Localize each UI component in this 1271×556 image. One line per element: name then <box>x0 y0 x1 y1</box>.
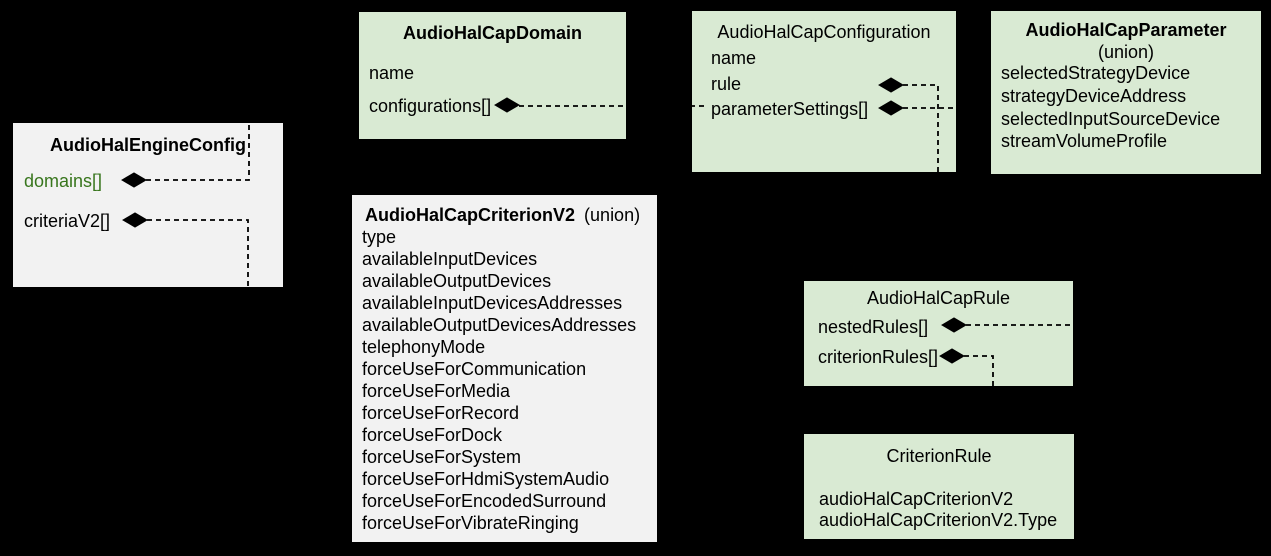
node-title: AudioHalCapParameter <box>1025 20 1227 40</box>
node-audio-hal-cap-configuration: AudioHalCapConfiguration name rule param… <box>691 10 957 173</box>
field-domains: domains[] <box>24 171 103 191</box>
field-available-input-devices: availableInputDevices <box>362 249 538 269</box>
node-subtitle-union: (union) <box>584 205 641 225</box>
node-title: AudioHalCapCriterionV2 (union) <box>365 204 640 226</box>
field-criterion-rules: criterionRules[] <box>818 347 939 367</box>
field-selected-strategy-device: selectedStrategyDevice <box>1001 63 1191 83</box>
node-title: AudioHalCapRule <box>866 288 1011 308</box>
field-available-output-devices: availableOutputDevices <box>362 271 552 291</box>
node-audio-hal-cap-domain: AudioHalCapDomain name configurations[] <box>358 11 627 140</box>
field-name: name <box>369 63 415 83</box>
node-title: AudioHalEngineConfig <box>50 135 246 155</box>
field-stream-volume-profile: streamVolumeProfile <box>1001 131 1168 151</box>
node-audio-hal-engine-config: AudioHalEngineConfig domains[] criteriaV… <box>13 123 283 287</box>
field-force-use-for-communication: forceUseForCommunication <box>362 359 587 379</box>
field-configurations: configurations[] <box>369 96 492 116</box>
field-selected-input-source-device: selectedInputSourceDevice <box>1001 109 1221 129</box>
field-available-output-devices-addresses: availableOutputDevicesAddresses <box>362 315 637 335</box>
field-type: type <box>362 227 397 247</box>
node-subtitle-union: (union) <box>1097 42 1155 62</box>
node-title: AudioHalCapConfiguration <box>717 22 931 42</box>
field-force-use-for-vibrate-ringing: forceUseForVibrateRinging <box>362 513 579 533</box>
field-parameter-settings: parameterSettings[] <box>711 99 869 119</box>
field-name: name <box>711 48 757 68</box>
node-title: CriterionRule <box>886 446 992 466</box>
field-force-use-for-dock: forceUseForDock <box>362 425 503 445</box>
field-nested-rules: nestedRules[] <box>818 317 929 337</box>
field-strategy-device-address: strategyDeviceAddress <box>1001 86 1187 106</box>
field-rule: rule <box>711 74 742 94</box>
field-audio-hal-cap-criterion-v2-type: audioHalCapCriterionV2.Type <box>819 510 1058 530</box>
field-telephony-mode: telephonyMode <box>362 337 486 357</box>
field-list: type availableInputDevices availableOutp… <box>362 226 654 534</box>
field-force-use-for-encoded-surround: forceUseForEncodedSurround <box>362 491 607 511</box>
node-audio-hal-cap-criterion-v2: AudioHalCapCriterionV2 (union) type avai… <box>352 195 657 542</box>
field-force-use-for-system: forceUseForSystem <box>362 447 522 467</box>
field-audio-hal-cap-criterion-v2: audioHalCapCriterionV2 <box>819 489 1014 509</box>
field-criteria-v2: criteriaV2[] <box>24 211 111 231</box>
node-title-text: AudioHalCapCriterionV2 <box>365 205 576 225</box>
node-criterion-rule: CriterionRule audioHalCapCriterionV2 aud… <box>803 433 1075 540</box>
node-title: AudioHalCapDomain <box>402 23 582 43</box>
field-force-use-for-hdmi-system-audio: forceUseForHdmiSystemAudio <box>362 469 610 489</box>
field-force-use-for-record: forceUseForRecord <box>362 403 520 423</box>
node-audio-hal-cap-parameter: AudioHalCapParameter (union) selectedStr… <box>990 10 1262 175</box>
field-force-use-for-media: forceUseForMedia <box>362 381 511 401</box>
field-available-input-devices-addresses: availableInputDevicesAddresses <box>362 293 623 313</box>
node-audio-hal-cap-rule: AudioHalCapRule nestedRules[] criterionR… <box>803 280 1074 387</box>
